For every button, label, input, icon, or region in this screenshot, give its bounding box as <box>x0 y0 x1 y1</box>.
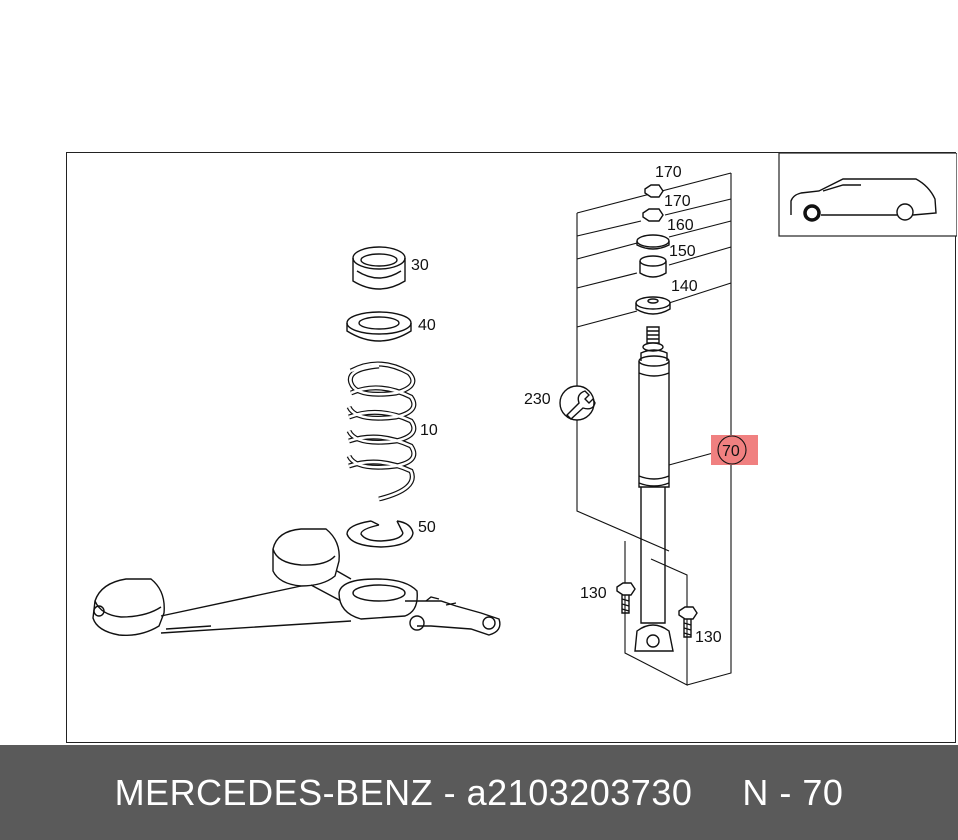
leader-shock-absorber <box>668 452 714 466</box>
control-arm <box>92 528 501 636</box>
callout-230: 230 <box>524 391 551 408</box>
footer-position-label: N - 70 <box>742 771 844 813</box>
washer <box>636 234 670 250</box>
footer-separator: - <box>443 771 457 813</box>
callout-160: 160 <box>667 217 694 234</box>
callout-130-right: 130 <box>695 629 722 646</box>
spring-seat-upper <box>352 246 406 290</box>
exploded-view-lines <box>576 172 732 686</box>
spring-seat-lower <box>346 520 414 548</box>
footer-part-number: a2103203730 <box>466 771 693 813</box>
bump-stop <box>635 296 671 315</box>
callout-50: 50 <box>418 519 436 536</box>
callout-170-lower: 170 <box>664 193 691 210</box>
callout-40: 40 <box>418 317 436 334</box>
parts-diagram: 170 170 160 150 140 230 70 130 130 30 40… <box>66 152 957 743</box>
car-icon <box>790 178 937 222</box>
callout-140: 140 <box>671 278 698 295</box>
diagram-canvas: 170 170 160 150 140 230 70 130 130 30 40… <box>92 153 957 686</box>
callout-170-upper: 170 <box>655 164 682 181</box>
nut-upper <box>644 184 664 198</box>
callout-30: 30 <box>411 257 429 274</box>
footer-brand: MERCEDES-BENZ <box>114 771 434 813</box>
nut-lower <box>642 208 664 222</box>
highlight-circle <box>717 435 747 465</box>
footer-bar: MERCEDES-BENZ - a2103203730 N - 70 <box>0 745 958 840</box>
coil-spring <box>346 361 417 502</box>
vehicle-locator <box>778 153 957 237</box>
callout-150: 150 <box>669 243 696 260</box>
bolt-left <box>616 582 636 614</box>
shock-absorber <box>634 326 674 652</box>
spring-pad <box>346 311 412 342</box>
wrench-icon <box>559 385 596 421</box>
coil-spring-inner <box>347 362 416 501</box>
callout-130-left: 130 <box>580 585 607 602</box>
callout-70: 70 <box>722 443 740 460</box>
bolt-right <box>678 606 698 638</box>
callout-10: 10 <box>420 422 438 439</box>
bushing <box>639 255 667 278</box>
